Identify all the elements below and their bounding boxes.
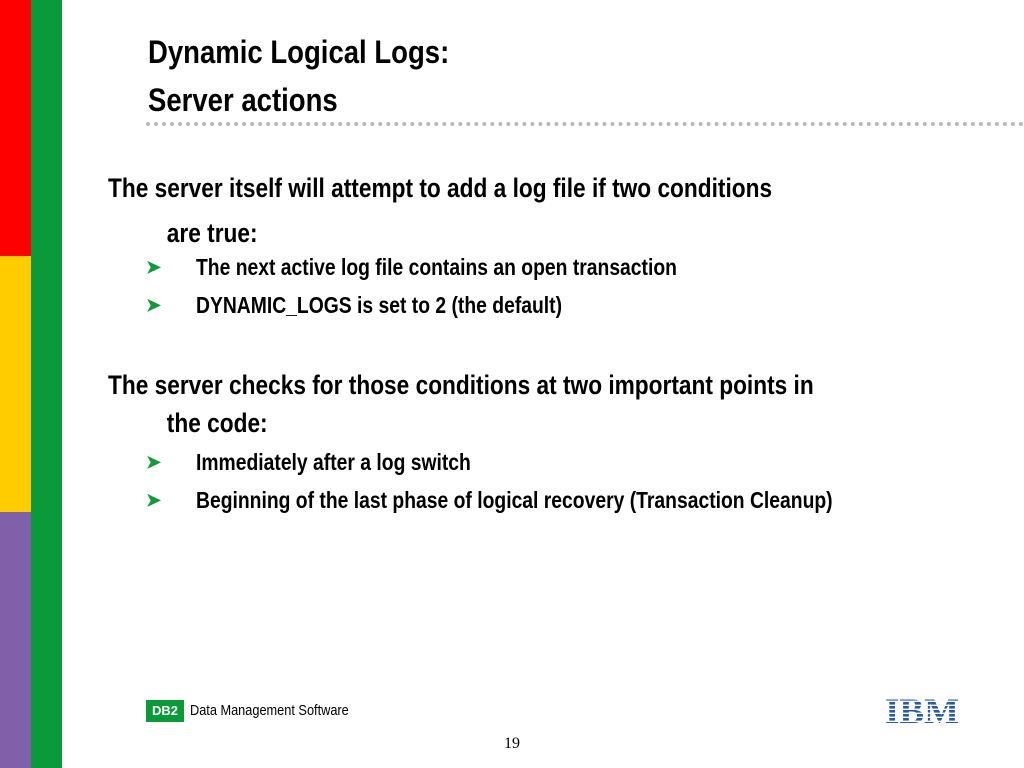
title-line-2: Server actions <box>148 82 338 118</box>
yellow-side-bar <box>0 256 31 512</box>
paragraph-line: The server itself will attempt to add a … <box>108 173 773 203</box>
paragraph-line: The server checks for those conditions a… <box>108 370 814 400</box>
arrowhead-bullet-icon: ➤ <box>146 295 162 315</box>
ibm-logo-text: IBM <box>885 694 959 726</box>
bullet-item: ➤ Immediately after a log switch <box>146 447 523 477</box>
bullet-text: Beginning of the last phase of logical r… <box>196 487 833 513</box>
product-name: Data Management Software <box>190 702 349 719</box>
bullet-text: DYNAMIC_LOGS is set to 2 (the default) <box>196 292 563 318</box>
arrowhead-bullet-icon: ➤ <box>146 490 162 510</box>
paragraph-server-adds-log: The server itself will attempt to add a … <box>108 166 772 256</box>
red-side-bar <box>0 0 31 256</box>
page-number: 19 <box>504 735 520 752</box>
bullet-text: The next active log file contains an ope… <box>196 254 677 280</box>
bullet-item: ➤ The next active log file contains an o… <box>146 252 769 282</box>
bullet-item: ➤ Beginning of the last phase of logical… <box>146 485 954 515</box>
bullet-text: Immediately after a log switch <box>196 449 471 475</box>
ibm-logo-icon: IBM <box>885 694 959 726</box>
paragraph-line: are true: <box>166 218 258 248</box>
title-divider <box>146 122 1024 126</box>
title-line-1: Dynamic Logical Logs: <box>148 34 450 70</box>
bullet-item: ➤ DYNAMIC_LOGS is set to 2 (the default) <box>146 290 632 320</box>
slide-title: Dynamic Logical Logs: Server actions <box>148 28 449 124</box>
paragraph-line: the code: <box>166 408 268 438</box>
purple-side-bar <box>0 512 31 768</box>
db2-badge: DB2 <box>146 700 184 722</box>
green-side-stripe <box>31 0 62 768</box>
arrowhead-bullet-icon: ➤ <box>146 452 162 472</box>
paragraph-server-checks: The server checks for those conditions a… <box>108 366 814 442</box>
arrowhead-bullet-icon: ➤ <box>146 257 162 277</box>
